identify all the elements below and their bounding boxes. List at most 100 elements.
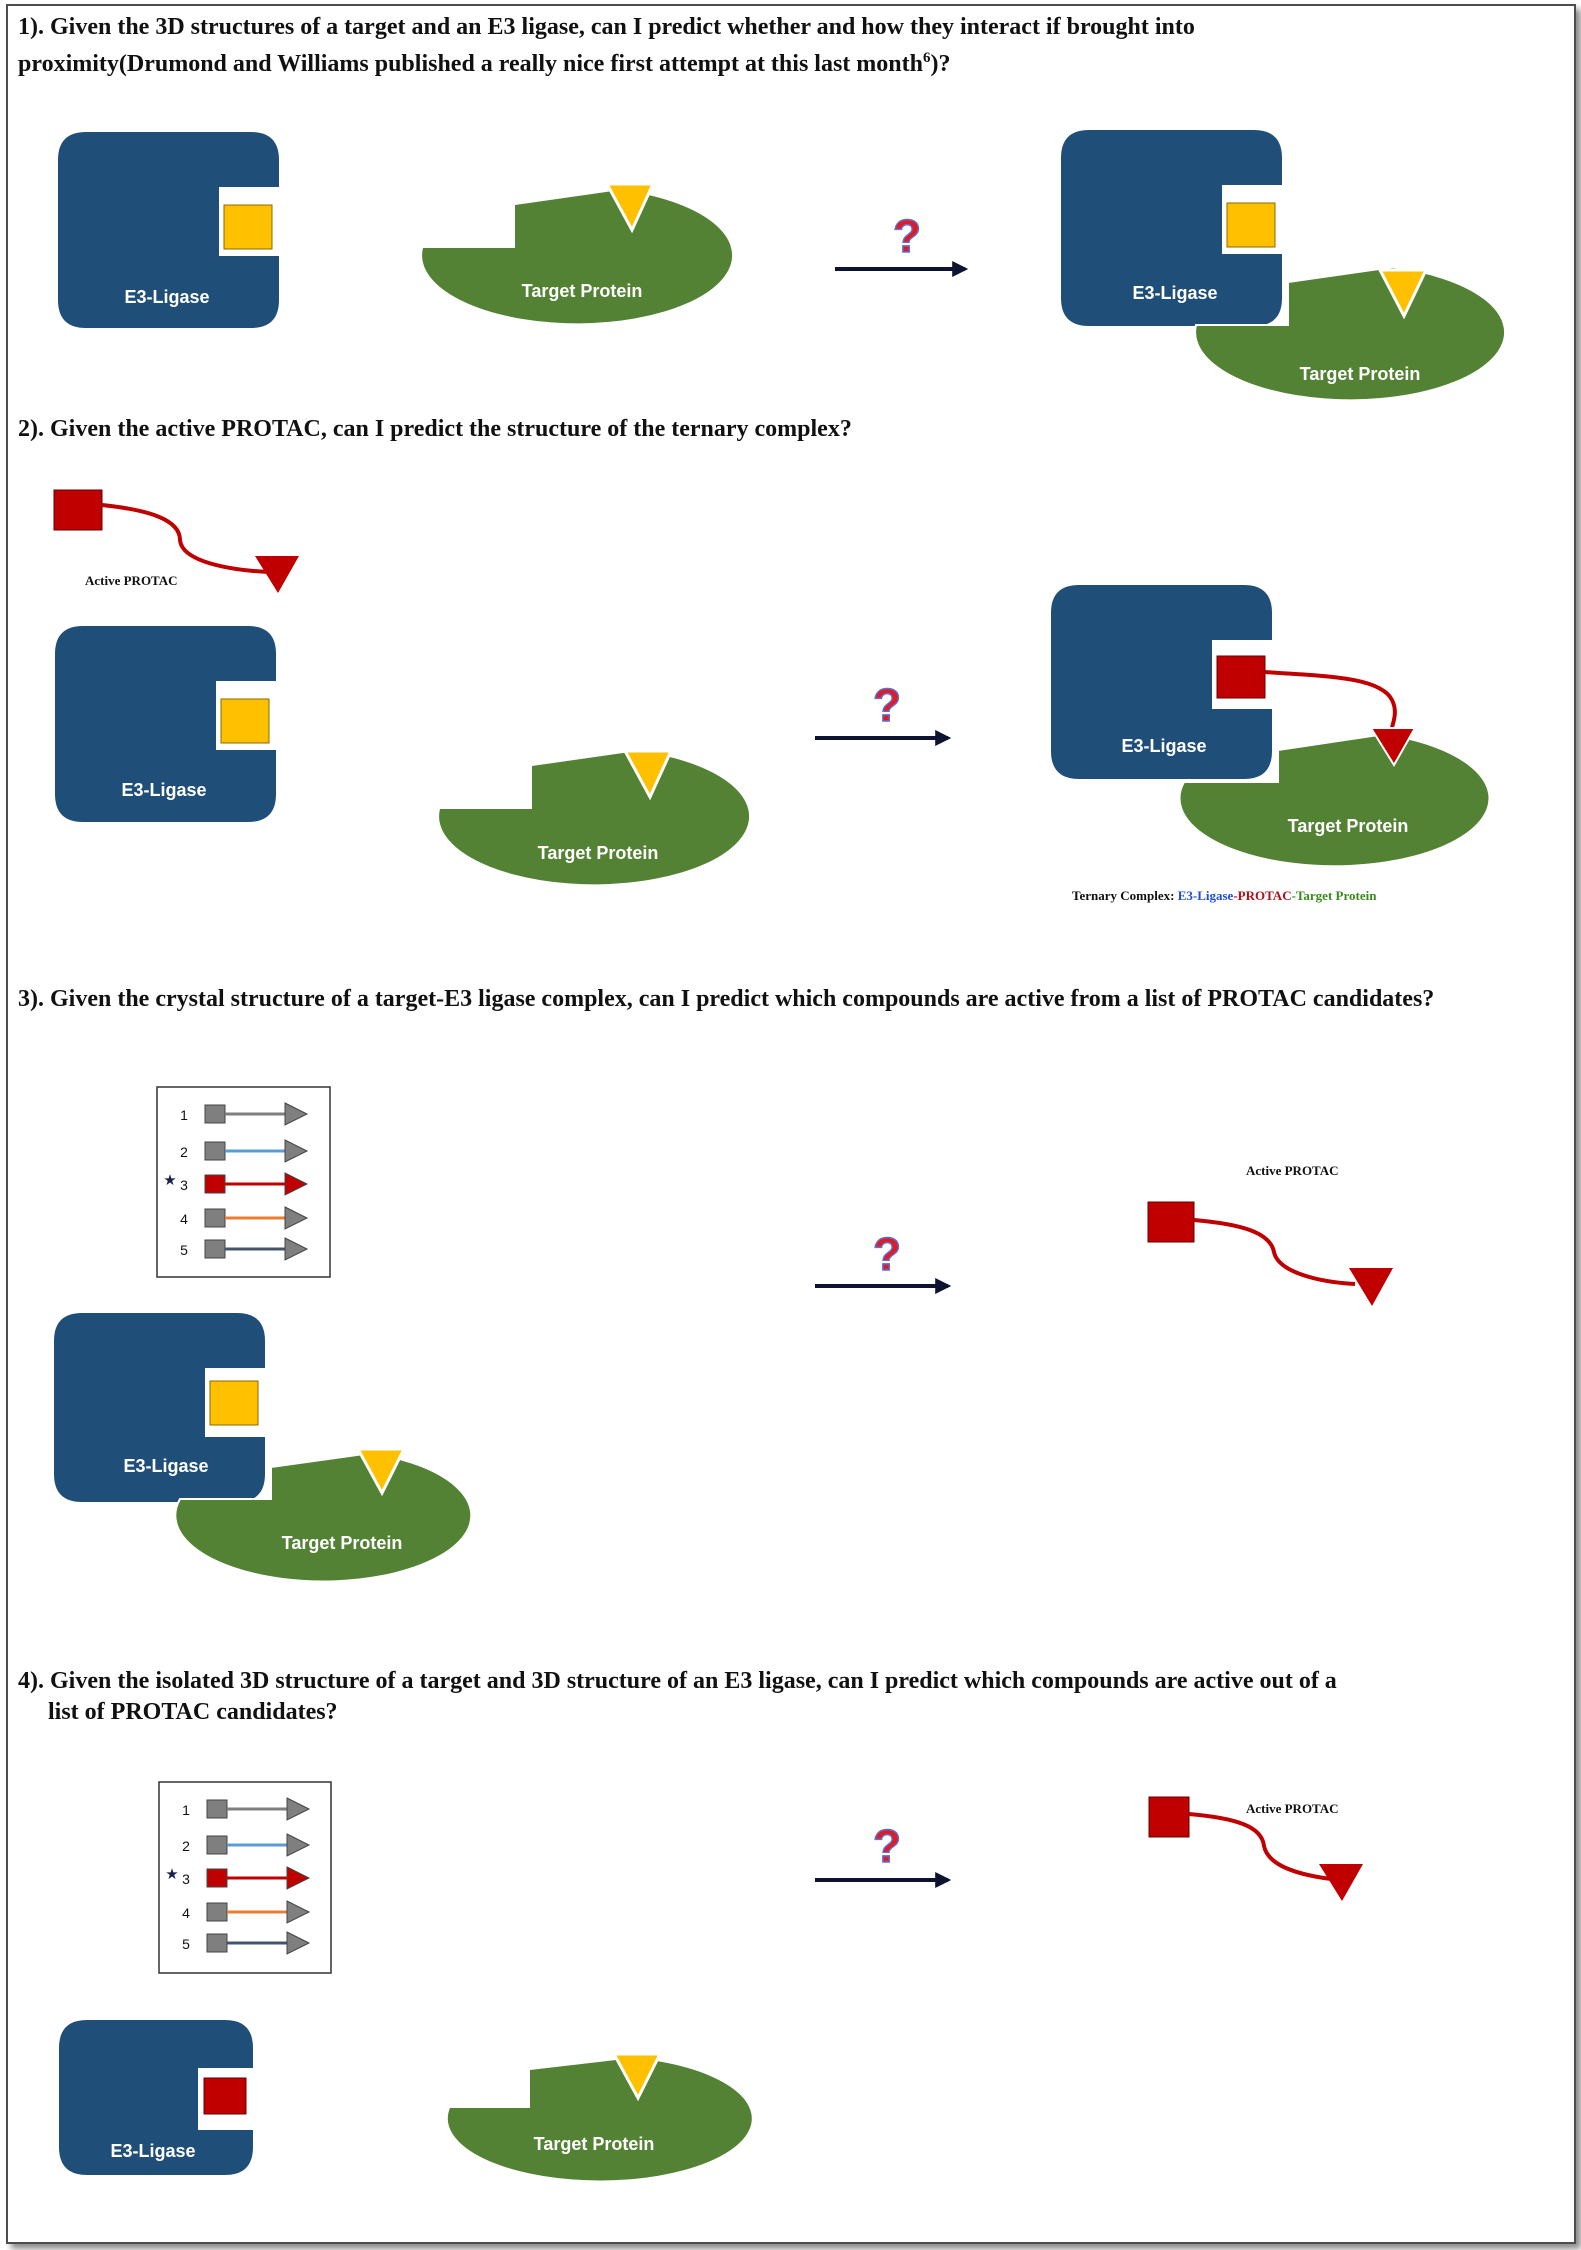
question-mark: ? <box>873 1820 901 1872</box>
reaction-arrow-1: ? <box>835 209 969 277</box>
panel-1: E3-Ligase Target Protein ? E3-Ligase Tar… <box>58 130 1507 402</box>
candidate-number: 3 <box>182 1871 190 1887</box>
question-4-line-1: 4). Given the isolated 3D structure of a… <box>18 1668 1337 1694</box>
ternary-prefix: Ternary Complex: <box>1072 888 1178 903</box>
reaction-arrow-3: ? <box>815 1227 952 1294</box>
candidate-row: 5 <box>180 1237 309 1261</box>
candidate-row: 5 <box>182 1931 311 1955</box>
target-protein-label: Target Protein <box>1300 364 1421 384</box>
protac-target-binder <box>1319 1864 1363 1901</box>
candidate-row: 2 <box>180 1139 309 1163</box>
candidate-list-3: 1 2 3★ 4 5 <box>156 1086 331 1278</box>
question-3: 3). Given the crystal structure of a tar… <box>18 986 1435 1012</box>
e3-ligase-label: E3-Ligase <box>1121 736 1206 756</box>
e3-ligase-2a: E3-Ligase <box>55 626 276 822</box>
candidate-row: 2 <box>182 1833 311 1857</box>
question-4: 4). Given the isolated 3D structure of a… <box>18 1666 1548 1728</box>
candidate-row: 4 <box>182 1900 311 1924</box>
candidate-target-binder <box>284 1206 309 1230</box>
e3-ligand-square <box>223 204 273 250</box>
protac-linker <box>101 503 269 574</box>
active-protac-4 <box>1148 1796 1363 1901</box>
protac-linker <box>1264 670 1397 729</box>
e3-ligase-label: E3-Ligase <box>121 780 206 800</box>
question-1-line-1: 1). Given the 3D structures of a target … <box>18 14 1195 40</box>
candidate-target-binder <box>284 1139 309 1163</box>
protac-target-binder <box>1369 727 1417 767</box>
protac-linker <box>1193 1218 1356 1286</box>
e3-ligase-label: E3-Ligase <box>123 1456 208 1476</box>
e3-ligase-label: E3-Ligase <box>1132 283 1217 303</box>
candidate-e3-binder <box>204 1174 226 1194</box>
protac-e3-binder <box>1147 1201 1195 1243</box>
ternary-dash: - <box>1291 888 1296 903</box>
e3-ligand-square <box>209 1380 259 1426</box>
e3-ligase-1a: E3-Ligase <box>58 132 279 328</box>
question-1: 1). Given the 3D structures of a target … <box>18 12 1548 80</box>
protac-target-binder <box>255 556 299 593</box>
candidate-e3-binder <box>204 1239 226 1259</box>
candidate-e3-binder <box>204 1208 226 1228</box>
target-protein-2a: Target Protein <box>439 749 750 885</box>
candidate-number: 3 <box>180 1177 188 1193</box>
candidate-target-binder <box>286 1833 311 1857</box>
candidate-row: 1 <box>180 1102 309 1126</box>
target-protein-label: Target Protein <box>538 843 659 863</box>
candidate-list-4: 123★45 <box>158 1781 332 1974</box>
candidate-target-binder <box>286 1931 311 1955</box>
target-protein-label: Target Protein <box>282 1533 403 1553</box>
ternary-e3-word: E3-Ligase <box>1177 888 1234 903</box>
candidate-number: 1 <box>182 1802 190 1818</box>
active-protac-label-4: Active PROTAC <box>1246 1801 1339 1816</box>
ternary-target-word: Target Protein <box>1295 888 1377 903</box>
reference-superscript: 6 <box>922 50 931 66</box>
candidate-number: 2 <box>180 1144 188 1160</box>
candidate-e3-binder <box>206 1799 228 1819</box>
protac-e3-binder <box>53 489 103 531</box>
question-mark: ? <box>873 679 901 731</box>
panel-3: 1 2 3★ 4 5 E3-Ligase Target Protein ? <box>54 1086 1393 1583</box>
target-ligand-triangle <box>1377 268 1429 320</box>
target-protein-label: Target Protein <box>534 2134 655 2154</box>
candidate-target-binder <box>286 1797 311 1821</box>
candidate-target-binder <box>286 1866 311 1890</box>
target-ligand-triangle <box>355 1447 407 1497</box>
ternary-complex-caption: Ternary Complex: E3-Ligase-PROTAC-Target… <box>1072 888 1376 904</box>
question-2: 2). Given the active PROTAC, can I predi… <box>18 416 852 442</box>
protac-target-binder <box>1349 1268 1393 1306</box>
candidate-target-binder <box>284 1172 309 1196</box>
target-protein-2b <box>1178 732 1491 868</box>
protac-e3-binder <box>1148 1796 1190 1838</box>
question-mark: ? <box>893 210 921 262</box>
target-protein-label: Target Protein <box>1288 816 1409 836</box>
active-protac-2 <box>53 489 299 593</box>
candidate-number: 4 <box>182 1905 190 1921</box>
target-ligand-triangle <box>611 2052 663 2102</box>
candidate-e3-binder <box>204 1141 226 1161</box>
ternary-protac-word: PROTAC <box>1237 888 1292 903</box>
reaction-arrow-4: ? <box>815 1819 952 1888</box>
ternary-dash: - <box>1233 888 1238 903</box>
e3-ligase-2b <box>1051 585 1272 779</box>
candidate-rows: 123★45 <box>165 1797 311 1955</box>
candidate-number: 2 <box>182 1838 190 1854</box>
target-protein-4: Target Protein <box>447 2052 752 2181</box>
candidate-row: 4 <box>180 1206 309 1230</box>
candidate-e3-binder <box>204 1104 226 1124</box>
candidate-number: 5 <box>180 1242 188 1258</box>
candidate-e3-binder <box>206 1835 228 1855</box>
candidate-row: 1 <box>182 1797 311 1821</box>
question-1-end: )? <box>930 51 951 77</box>
candidate-target-binder <box>284 1102 309 1126</box>
reaction-arrow-2: ? <box>815 678 952 746</box>
candidate-row: 3★ <box>163 1171 309 1196</box>
candidate-number: 4 <box>180 1211 188 1227</box>
e3-ligase-3 <box>54 1313 265 1502</box>
candidate-number: 5 <box>182 1936 190 1952</box>
candidate-e3-binder <box>206 1933 228 1953</box>
candidate-e3-binder <box>206 1868 228 1888</box>
candidate-number: 1 <box>180 1107 188 1123</box>
protac-e3-binder <box>1216 655 1266 699</box>
star-icon: ★ <box>163 1171 176 1189</box>
